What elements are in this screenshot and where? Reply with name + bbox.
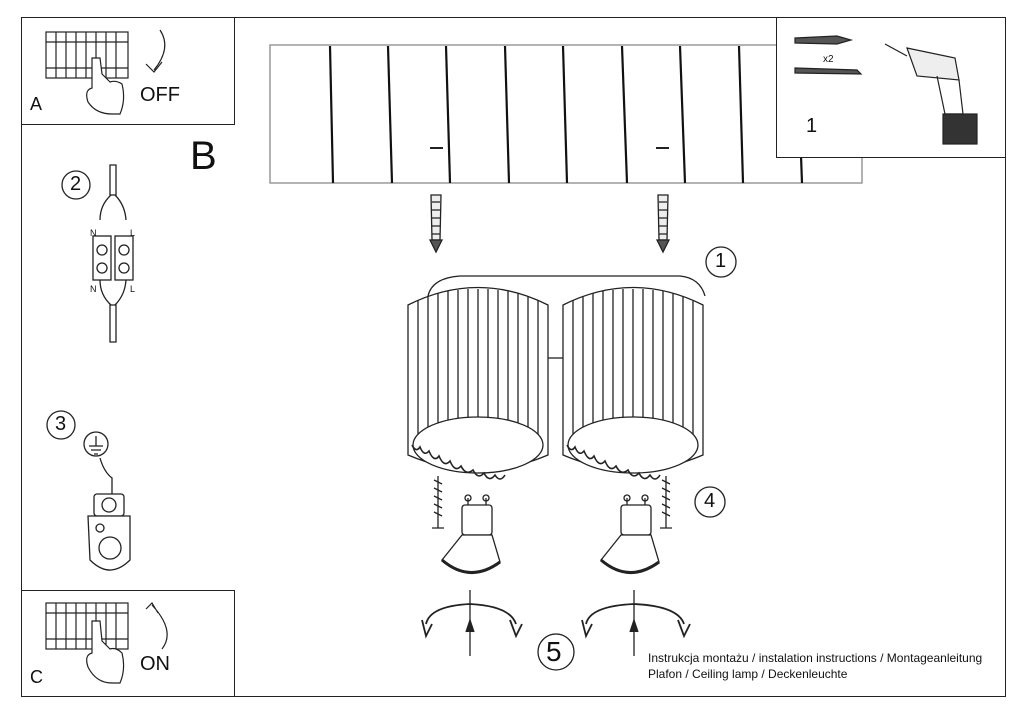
- hand-icon: [86, 620, 125, 684]
- terminal-n-top: N: [90, 228, 97, 238]
- wall-plug-icon: [794, 35, 863, 75]
- rotate-arrow-icon: [421, 603, 691, 639]
- wall-plug-icon: [428, 194, 444, 254]
- step-4-circle: [694, 486, 726, 518]
- step-1-number: 1: [715, 250, 727, 272]
- screw-icon: [660, 476, 672, 529]
- wall-plug-icon: [655, 194, 671, 254]
- gu10-bulb-icon: [600, 494, 660, 574]
- panel-a-letter: A: [30, 94, 43, 114]
- off-label: OFF: [140, 84, 180, 106]
- panel-b-letter: B: [190, 134, 217, 178]
- on-label: ON: [140, 653, 170, 675]
- step-2-circle: [61, 170, 91, 200]
- instruction-sheet-frame: [21, 17, 1006, 697]
- gu10-bulb-icon: [441, 494, 501, 574]
- step-2-number: 2: [70, 173, 82, 195]
- caption-line-1: Instrukcja montażu / instalation instruc…: [648, 651, 983, 665]
- tools-panel: x2: [776, 17, 1006, 158]
- step-5-circle: [537, 633, 575, 671]
- multiplier-label: x2: [823, 54, 834, 65]
- step-5-number: 5: [546, 636, 562, 667]
- terminal-l-top: L: [130, 228, 136, 238]
- lamp-shade-right: [562, 286, 704, 480]
- lamp-base-plate: [427, 275, 706, 297]
- ceiling-panels: [269, 44, 863, 184]
- panel-a-switch-off: A OFF: [21, 17, 235, 125]
- terminal-l-bottom: L: [130, 284, 136, 294]
- step-3-circle: [46, 410, 76, 440]
- step-1-circle: [705, 246, 737, 278]
- terminal-n-bottom: N: [90, 284, 97, 294]
- ground-symbol-icon: [83, 431, 131, 571]
- breaker-panel-icon: [45, 602, 129, 650]
- tools-step-number: 1: [806, 115, 818, 137]
- drill-icon: [884, 43, 978, 145]
- arrow-icon: [145, 29, 166, 73]
- arrow-icon: [145, 602, 168, 650]
- step-3-number: 3: [55, 413, 67, 435]
- lamp-shade-left: [407, 286, 549, 480]
- breaker-panel-icon: [45, 31, 129, 79]
- terminal-block-icon: [92, 164, 134, 343]
- hand-icon: [86, 57, 125, 115]
- panel-c-switch-on: C ON: [21, 590, 235, 697]
- caption-line-2: Plafon / Ceiling lamp / Deckenleuchte: [648, 667, 848, 681]
- panel-c-letter: C: [30, 667, 43, 687]
- screw-icon: [432, 476, 444, 529]
- step-4-number: 4: [704, 490, 716, 512]
